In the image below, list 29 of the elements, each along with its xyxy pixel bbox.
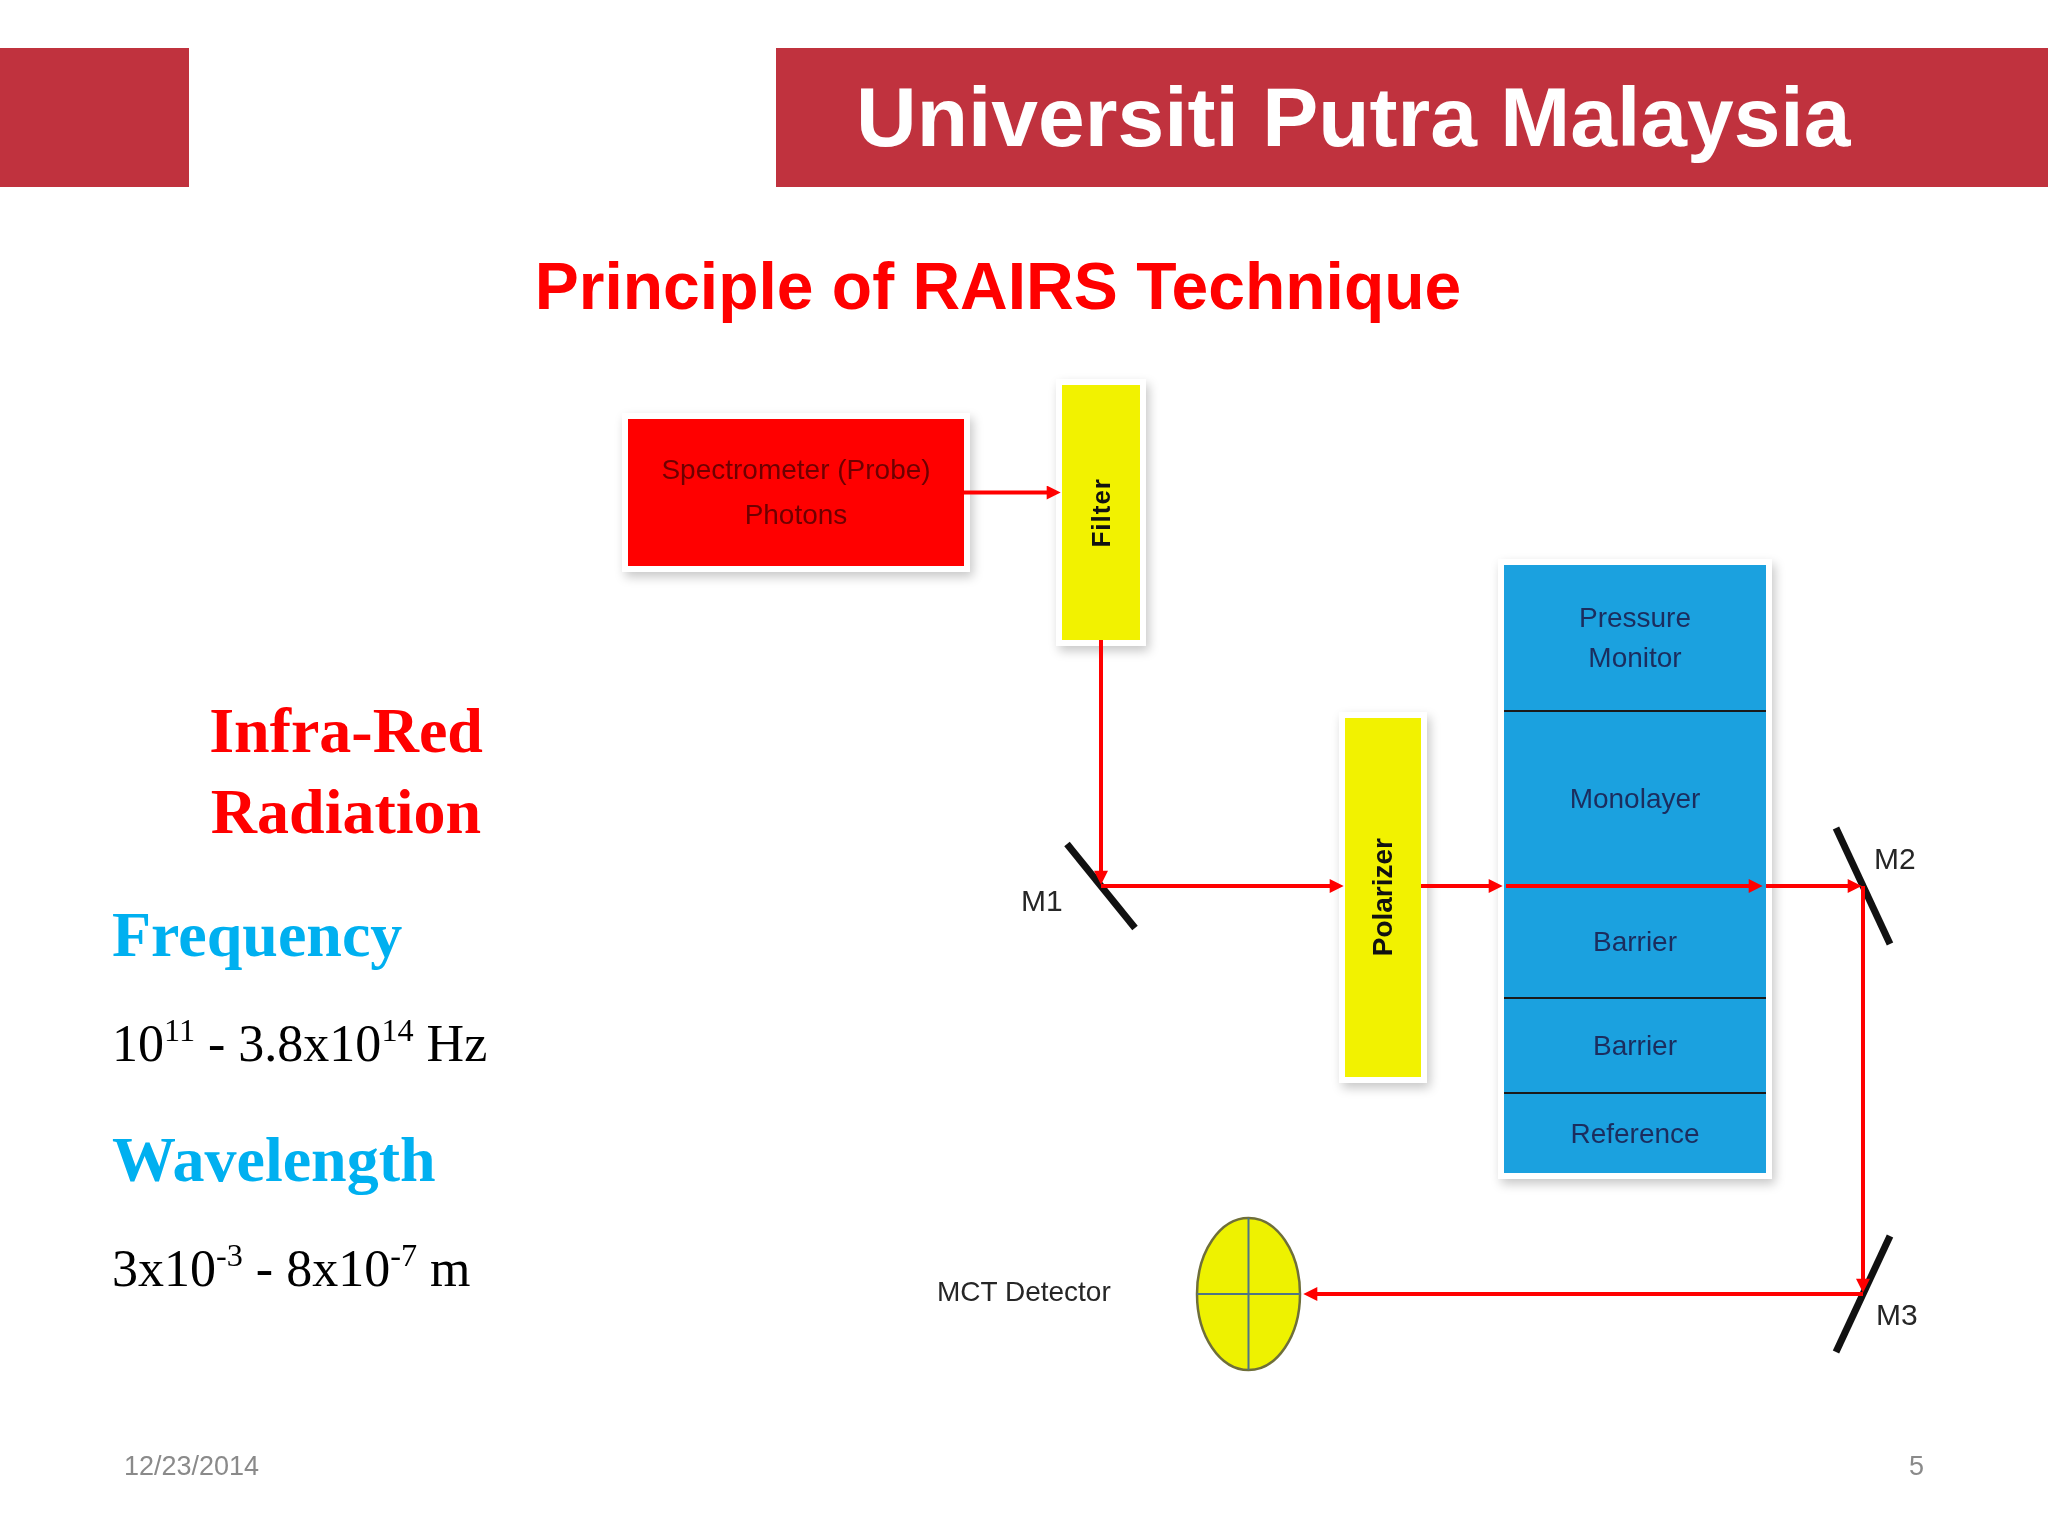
radiation-heading: Infra-Red Radiation xyxy=(208,694,484,849)
arrow xyxy=(1094,640,1108,885)
arrow xyxy=(1766,879,1862,893)
wavelength-range: 3x10$^{-3}$ - 8x10$^{-7}$ m xyxy=(112,1239,471,1299)
arrow xyxy=(1303,1287,1863,1301)
header-banner: Universiti Putra Malaysia xyxy=(776,48,2048,187)
frequency-range: 10$^{11}$ - 3.8x10$^{14}$ Hz xyxy=(112,1014,488,1074)
mirror-label: M3 xyxy=(1876,1298,1918,1333)
page-number: 5 xyxy=(1909,1451,1925,1483)
arrow xyxy=(1101,879,1344,893)
arrow xyxy=(1506,879,1763,893)
sample-layer: Barrier xyxy=(1504,999,1766,1094)
detector-label: MCT Detector xyxy=(937,1276,1111,1309)
slide-title: Principle of RAIRS Technique xyxy=(534,249,1462,325)
spectrometer-label: Spectrometer (Probe) Photons xyxy=(660,452,932,532)
filter-label: Filter xyxy=(1085,477,1117,548)
arrow xyxy=(1856,886,1870,1293)
mirror-label: M2 xyxy=(1874,842,1916,877)
sample-layer: Barrier xyxy=(1504,886,1766,999)
slide-date: 12/23/2014 xyxy=(124,1451,260,1483)
arrow xyxy=(1421,879,1503,893)
wavelength-heading: Wavelength xyxy=(112,1123,436,1197)
polarizer-label: Polarizer xyxy=(1367,838,1399,957)
sample-layer: Monolayer xyxy=(1504,712,1766,886)
arrow xyxy=(964,485,1061,500)
sample-layer: Pressure Monitor xyxy=(1504,565,1766,712)
mirror-label: M1 xyxy=(1021,884,1063,919)
frequency-heading: Frequency xyxy=(112,898,403,972)
sample-layer: Reference xyxy=(1504,1094,1766,1173)
